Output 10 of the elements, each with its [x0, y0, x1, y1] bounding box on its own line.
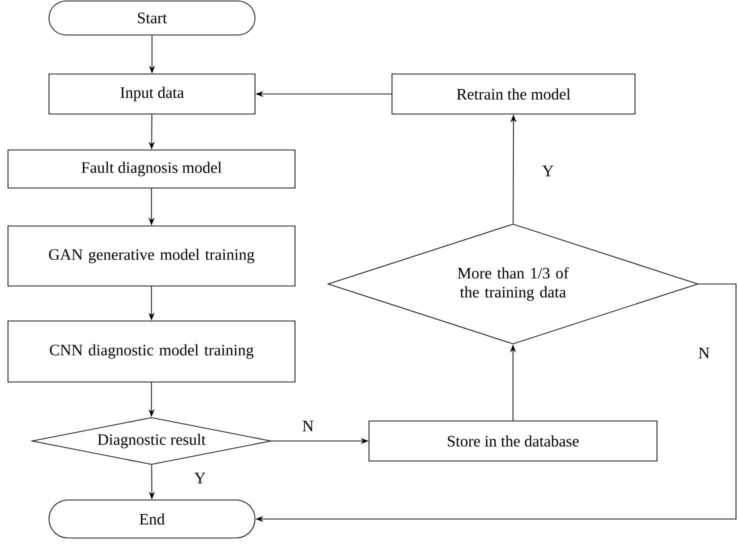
process-box: CNN diagnostic model training: [8, 320, 296, 382]
edge-label: Y: [193, 472, 207, 484]
process-box: Retrain the model: [392, 74, 636, 114]
edge-label: N: [301, 420, 315, 432]
process-box: GAN generative model training: [8, 226, 296, 286]
edge-label: Y: [541, 164, 555, 178]
process-box: Store in the database: [368, 420, 658, 462]
process-box: Input data: [48, 74, 256, 114]
edge-label: N: [697, 346, 711, 360]
process-box: Fault diagnosis model: [8, 150, 296, 188]
